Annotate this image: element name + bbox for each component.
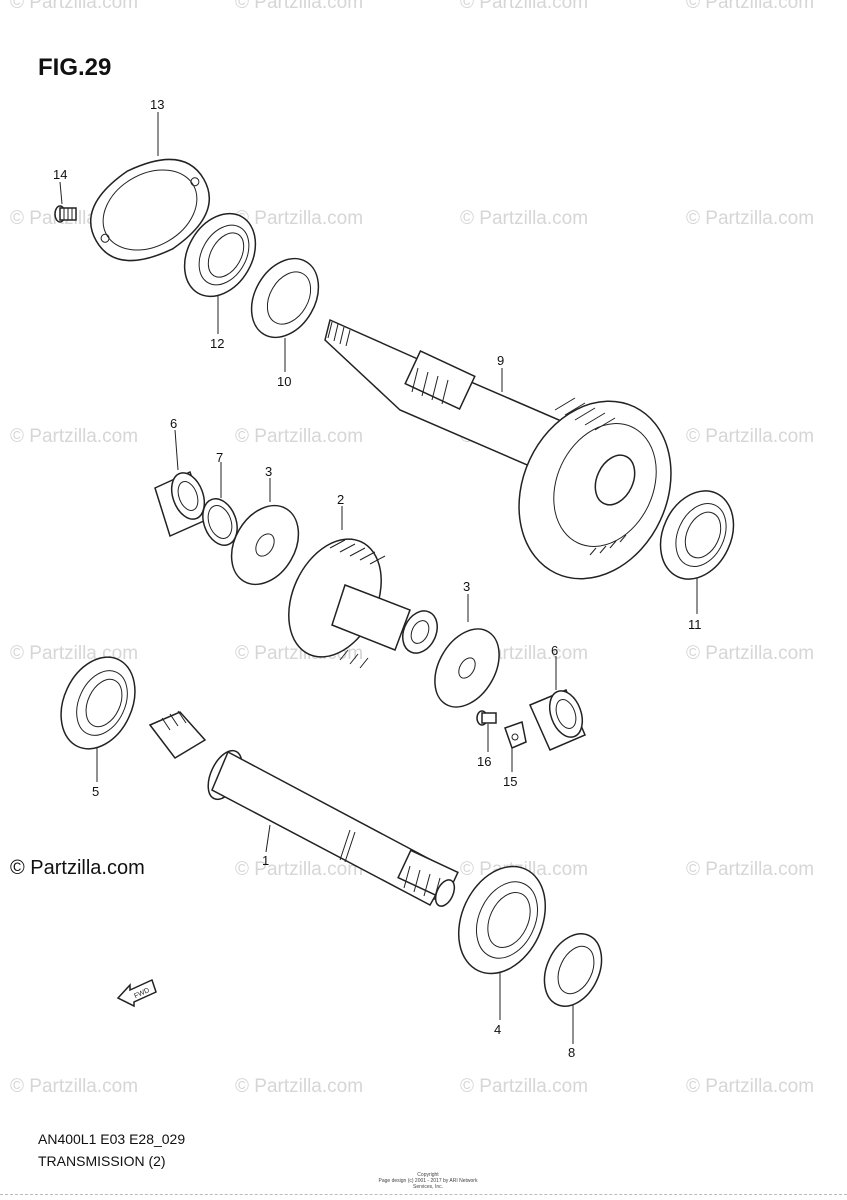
oil-seal [543, 933, 603, 1007]
bearing [183, 212, 257, 298]
watermark: © Partzilla.com [235, 426, 364, 447]
watermark: © Partzilla.com [686, 208, 815, 229]
watermark: © Partzilla.com [686, 1076, 815, 1097]
callout-7: 7 [216, 450, 224, 465]
watermark: © Partzilla.com [235, 208, 364, 229]
callout-3: 3 [265, 464, 273, 479]
callout-2: 2 [337, 492, 345, 507]
callout-6: 6 [551, 643, 559, 658]
circlip [202, 498, 238, 546]
copyright-notice: Copyright Page design (c) 2001 - 2017 by… [368, 1172, 488, 1190]
bearing [60, 656, 136, 750]
input-shaft [148, 710, 459, 907]
figure-title: FIG.29 [38, 54, 112, 81]
forward-arrow-icon: FWD [116, 978, 157, 1008]
watermark: © Partzilla.com [686, 643, 815, 664]
page-divider [0, 1194, 847, 1195]
small-bolt [476, 710, 497, 726]
countershaft-gear [288, 538, 438, 669]
bearing [659, 490, 735, 580]
copyright-line: Page design (c) 2001 - 2017 by ARI Netwo… [378, 1178, 478, 1190]
main-watermark: © Partzilla.com [10, 857, 145, 879]
needle-bearing [529, 689, 586, 751]
watermark: © Partzilla.com [460, 1076, 589, 1097]
watermark: © Partzilla.com [686, 0, 815, 13]
thrust-washer [434, 628, 500, 708]
callout-8: 8 [568, 1045, 576, 1060]
copyright-line: Copyright [417, 1172, 439, 1178]
bearing [457, 865, 547, 975]
watermark: © Partzilla.com [10, 0, 139, 13]
diagram-title: TRANSMISSION (2) [38, 1153, 166, 1169]
callout-14: 14 [53, 167, 68, 182]
diagram-code: AN400L1 E03 E28_029 [38, 1131, 186, 1147]
watermark: © Partzilla.com [10, 1076, 139, 1097]
callout-15: 15 [503, 774, 518, 789]
callout-6: 6 [170, 416, 178, 431]
callout-9: 9 [497, 353, 505, 368]
watermark: © Partzilla.com [460, 0, 589, 13]
watermark: © Partzilla.com [460, 208, 589, 229]
gasket-plate [89, 158, 211, 262]
stopper-plate [504, 721, 527, 750]
watermark: © Partzilla.com [686, 859, 815, 880]
callout-10: 10 [277, 374, 292, 389]
watermark: © Partzilla.com [235, 1076, 364, 1097]
leader-lines [59, 112, 698, 1044]
thrust-washer [230, 504, 300, 586]
callout-1: 1 [262, 853, 270, 868]
watermark: © Partzilla.com [10, 426, 139, 447]
callout-3: 3 [463, 579, 471, 594]
callout-13: 13 [150, 97, 165, 112]
screw [54, 205, 77, 223]
callout-4: 4 [494, 1022, 502, 1037]
needle-bearing [154, 470, 207, 538]
callout-5: 5 [92, 784, 100, 799]
oil-seal [250, 257, 320, 339]
watermark: © Partzilla.com [235, 0, 364, 13]
callout-12: 12 [210, 336, 225, 351]
watermark: © Partzilla.com [235, 859, 364, 880]
watermark: © Partzilla.com [686, 426, 815, 447]
output-shaft [324, 318, 672, 580]
callout-11: 11 [688, 617, 702, 632]
callout-16: 16 [477, 754, 492, 769]
